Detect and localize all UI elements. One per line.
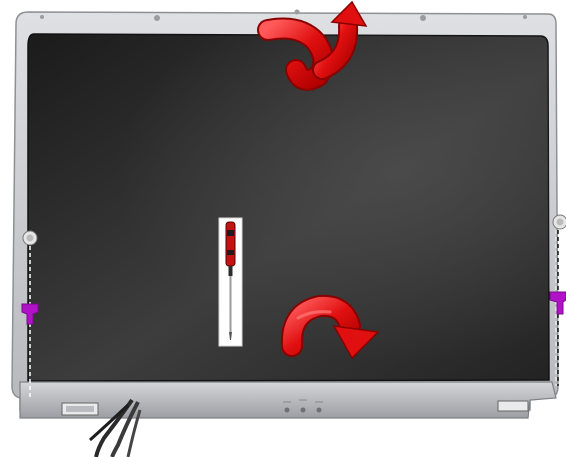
status-indicator-2 xyxy=(301,408,306,413)
screw-cover-left-icon xyxy=(23,231,37,245)
hinge-bracket-right xyxy=(498,401,528,411)
hinge-bracket-left-inner xyxy=(66,406,94,412)
screw-cover-right-icon xyxy=(553,215,566,229)
status-indicator-3 xyxy=(317,408,322,413)
bezel-hinge-mark-left xyxy=(154,15,160,21)
bottom-bezel-bar xyxy=(20,382,556,418)
bezel-corner-mark-left xyxy=(40,15,44,19)
status-indicator-1 xyxy=(285,408,290,413)
bezel-latch-mark xyxy=(295,10,300,15)
bezel-hinge-mark-right xyxy=(420,15,426,21)
bezel-corner-mark-right xyxy=(523,15,527,19)
screwdriver-icon xyxy=(219,218,242,346)
